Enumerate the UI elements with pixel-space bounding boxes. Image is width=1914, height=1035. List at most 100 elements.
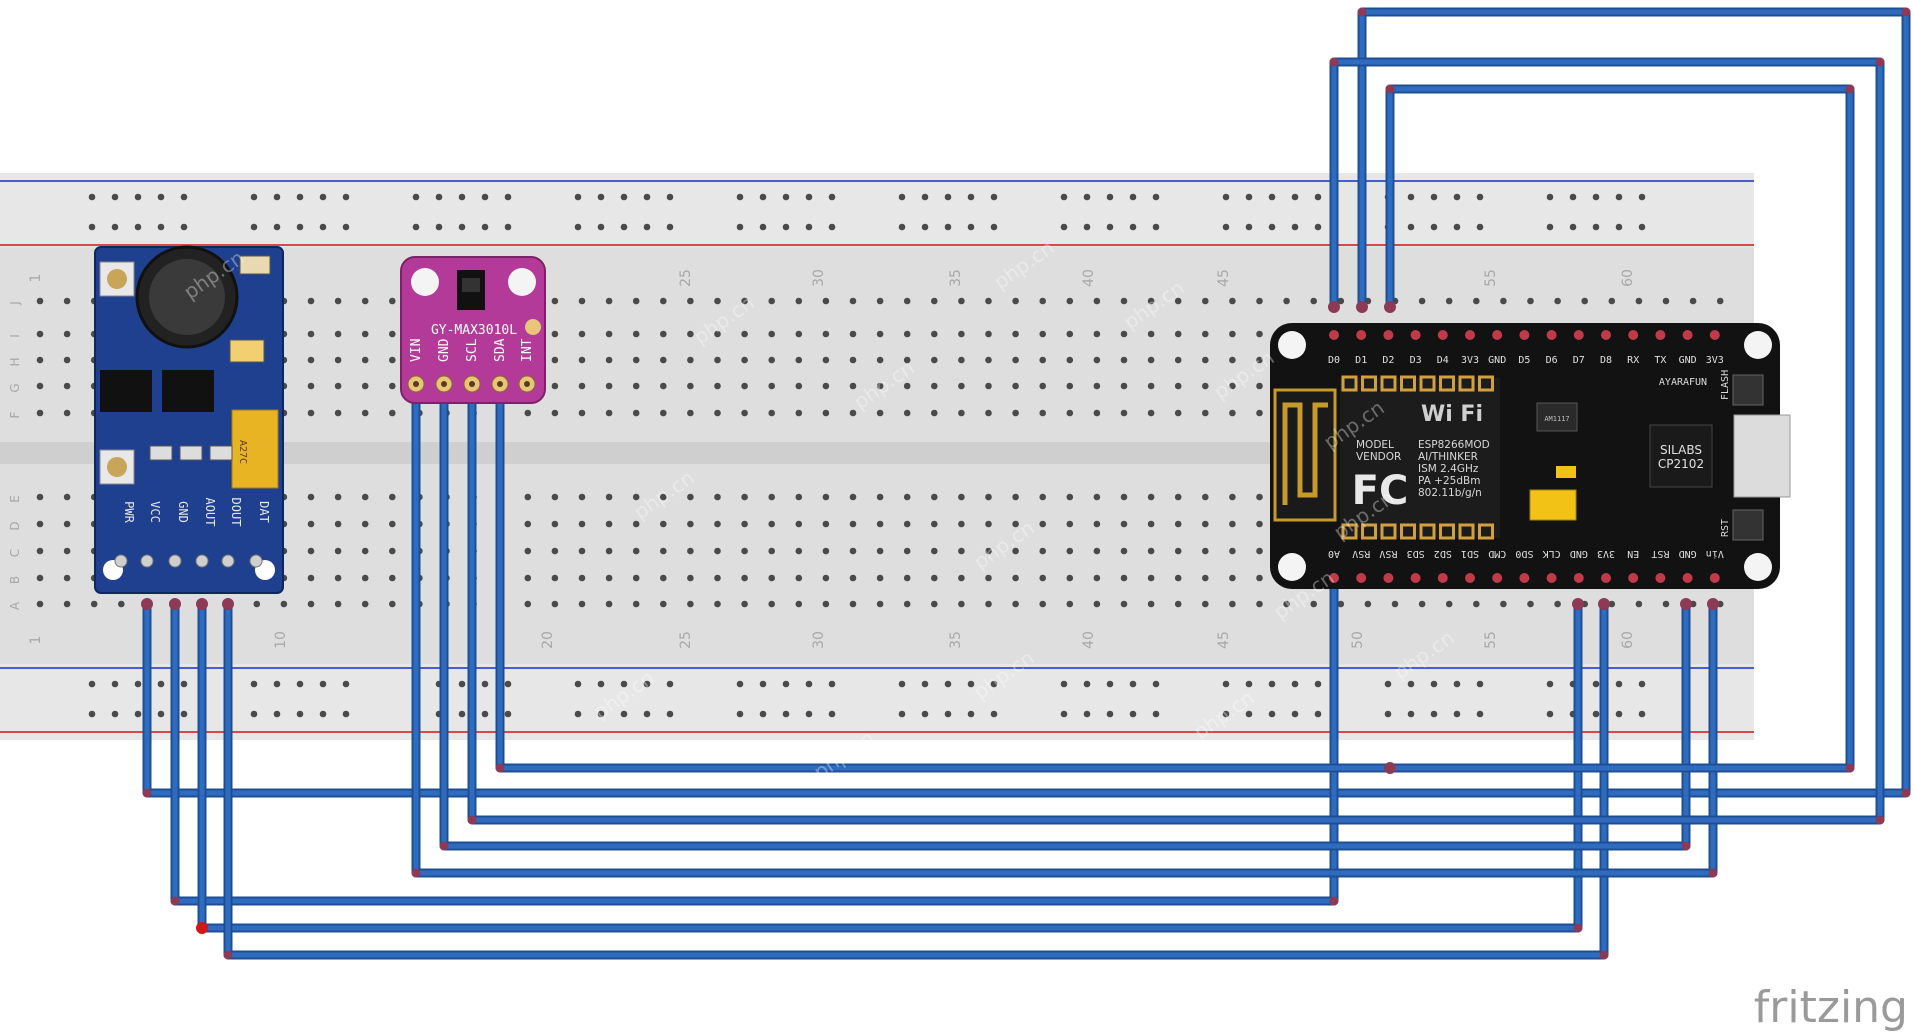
breadboard-hole <box>795 356 803 364</box>
rail-hole <box>250 680 258 688</box>
rail-hole <box>1291 223 1299 231</box>
breadboard-hole <box>1120 382 1128 390</box>
breadboard-hole <box>660 547 667 555</box>
breadboard-hole <box>714 520 721 528</box>
header-pin-bottom <box>1601 573 1611 583</box>
breadboard-hole <box>389 547 396 555</box>
breadboard-hole <box>1608 297 1616 305</box>
rail-hole <box>805 710 813 718</box>
rail-hole <box>111 223 119 231</box>
rail-hole <box>504 193 512 201</box>
breadboard-hole <box>1256 330 1263 338</box>
castellation <box>1380 523 1397 540</box>
castellation <box>1400 375 1416 392</box>
breadboard-hole <box>1120 600 1128 608</box>
breadboard-hole <box>903 520 911 528</box>
row-letter: H <box>8 357 22 366</box>
breadboard-hole <box>714 382 721 390</box>
rail-hole <box>597 710 605 718</box>
fritzing-logo: fritzing <box>1754 982 1908 1033</box>
rail-hole <box>342 193 350 201</box>
rail-hole <box>1615 193 1623 201</box>
breadboard-hole <box>1093 382 1101 390</box>
rail-hole <box>1638 680 1646 688</box>
breadboard-hole <box>931 356 938 364</box>
rail-hole <box>805 680 813 688</box>
breadboard-hole <box>687 409 694 417</box>
breadboard-hole <box>822 297 830 305</box>
rail-hole <box>643 710 651 718</box>
breadboard-hole <box>1120 330 1128 338</box>
pin-hole <box>497 381 503 387</box>
breadboard-hole <box>1229 409 1236 417</box>
rail-hole <box>1476 193 1484 201</box>
rail-hole <box>1291 710 1299 718</box>
rail-hole <box>88 680 96 688</box>
capacitor-text: A27C <box>237 440 248 464</box>
breadboard-hole <box>1120 297 1128 305</box>
column-number-bottom: 10 <box>273 631 289 649</box>
rail-hole <box>157 223 165 231</box>
breadboard-hole <box>660 600 667 608</box>
pin-label-top: 3V3 <box>1461 355 1479 366</box>
pin-label: SDA <box>493 338 508 362</box>
wire-bend <box>1845 763 1855 773</box>
rail-hole <box>412 193 420 201</box>
column-number-top: 40 <box>1081 269 1097 287</box>
breadboard-hole <box>958 382 965 390</box>
breadboard-hole <box>551 409 559 417</box>
rail-hole <box>157 710 165 718</box>
breadboard-hole <box>768 547 775 555</box>
breadboard-hole <box>660 520 667 528</box>
rail-hole <box>944 223 952 231</box>
rail-hole <box>296 193 304 201</box>
rail-hole <box>481 680 489 688</box>
pin-hole <box>469 381 475 387</box>
pin-hole <box>524 381 530 387</box>
breadboard-hole <box>687 574 694 582</box>
breadboard-hole <box>903 356 911 364</box>
breadboard-hole <box>795 547 803 555</box>
model-text-line: MODEL <box>1356 439 1394 451</box>
breadboard-hole <box>36 520 44 528</box>
rail-hole <box>180 710 188 718</box>
rail-hole <box>1245 223 1253 231</box>
rail-hole <box>1314 223 1322 231</box>
header-pin-top <box>1682 330 1693 340</box>
breadboard-hole <box>1202 493 1209 501</box>
breadboard-hole <box>1283 297 1290 305</box>
breadboard-hole <box>1039 356 1046 364</box>
breadboard-hole <box>1364 600 1372 608</box>
breadboard-hole <box>389 356 396 364</box>
wire-bend <box>495 763 505 773</box>
breadboard-hole <box>36 356 44 364</box>
rail-hole <box>736 680 744 688</box>
breadboard-hole <box>1147 330 1155 338</box>
rail-hole <box>967 223 975 231</box>
row-letter: F <box>8 411 22 418</box>
breadboard-hole <box>822 356 830 364</box>
breadboard-hole <box>1229 547 1236 555</box>
header-pin-top <box>1546 330 1557 340</box>
breadboard-hole <box>1066 297 1074 305</box>
rail-hole <box>1615 710 1623 718</box>
wire <box>497 86 1853 771</box>
pin-label: GND <box>437 338 452 362</box>
rail-hole <box>88 193 96 201</box>
wire-bend <box>1875 57 1885 67</box>
breadboard-hole <box>551 574 559 582</box>
breadboard-hole <box>1418 297 1426 305</box>
fc-logo: FC <box>1352 468 1409 514</box>
rail-hole <box>597 223 605 231</box>
breadboard-hole <box>1229 520 1236 528</box>
breadboard-hole <box>1147 574 1155 582</box>
header-pin-bottom <box>1628 573 1639 583</box>
breadboard-hole <box>63 382 71 390</box>
header-pin-bottom <box>1573 573 1584 583</box>
breadboard-hole <box>903 600 911 608</box>
rail-hole <box>1129 193 1137 201</box>
pin-label-bottom: SD1 <box>1461 548 1479 559</box>
rail-hole <box>458 193 466 201</box>
wire-bend <box>439 841 449 851</box>
rail-hole <box>481 710 489 718</box>
